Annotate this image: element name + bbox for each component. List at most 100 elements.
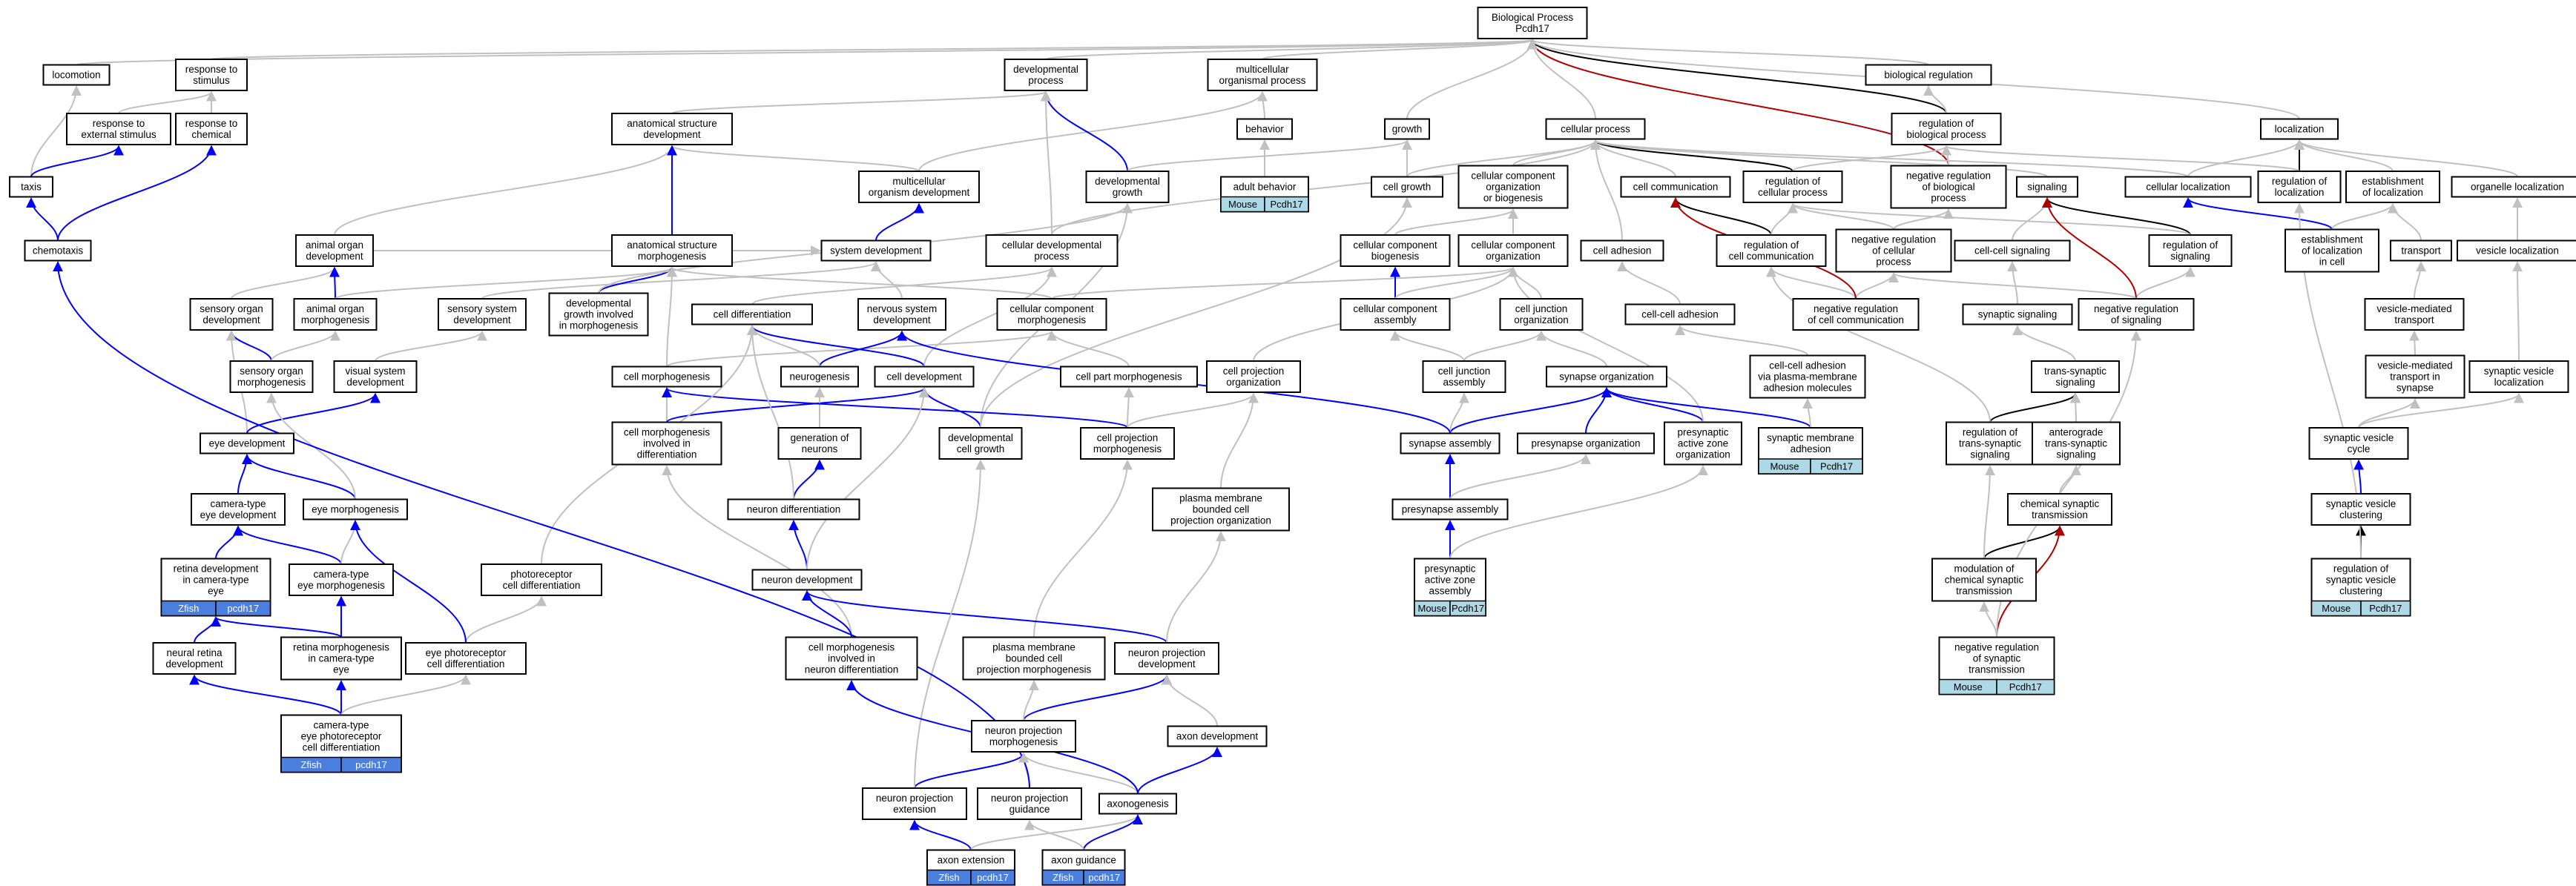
node-label: neurons [802, 443, 838, 454]
part-of-edge [747, 325, 925, 367]
node-label: signaling [2170, 251, 2210, 262]
node-label: cellular component [1471, 239, 1555, 251]
node-box [862, 787, 967, 820]
regulates-edge [1527, 39, 1947, 114]
node-box [1004, 59, 1088, 91]
node-label: chemical [191, 129, 231, 140]
node-label: growth [1392, 124, 1423, 135]
species-badge [215, 600, 271, 617]
node-label: signaling [2027, 182, 2066, 193]
is-a-edge [465, 595, 547, 644]
node-label: assembly [1429, 586, 1471, 597]
node-label: process [1876, 257, 1911, 268]
is-a-edge [1262, 39, 1538, 60]
node-label: eye photoreceptor [426, 647, 507, 658]
is-a-edge [271, 330, 340, 362]
is-a-edge [923, 266, 1057, 367]
is-a-edge [1508, 266, 1704, 423]
node-label: organization [1676, 449, 1730, 460]
go-term-node: cell growth [1371, 176, 1443, 198]
node-label: localization [2494, 377, 2544, 388]
node-label: cell-cell adhesion [1641, 309, 1719, 320]
node-label: via plasma-membrane [1758, 371, 1857, 383]
node-box [1477, 7, 1588, 39]
node-label: synaptic vesicle [2324, 432, 2394, 443]
node-box [1749, 354, 1866, 399]
node-label: process [1931, 193, 1966, 204]
is-a-edge [1051, 139, 1601, 236]
node-label: sensory system [447, 303, 517, 314]
go-term-node: cell differentiation [691, 303, 813, 325]
node-box [2007, 493, 2112, 526]
regulates-edge [2042, 197, 2191, 236]
node-label: negative regulation [1851, 234, 1936, 245]
node-box [2468, 360, 2569, 393]
node-label: signaling [2055, 377, 2095, 388]
part-of-edge [914, 752, 1029, 789]
node-label: eye photoreceptor [301, 731, 382, 742]
node-label: cellular process [1561, 124, 1630, 135]
node-label: sensory organ [200, 303, 263, 314]
node-label: retina development [174, 563, 259, 575]
node-box [1206, 360, 1301, 393]
node-box [191, 493, 286, 526]
node-label: of signaling [2111, 314, 2161, 325]
node-box [24, 239, 92, 262]
node-box [1716, 234, 1827, 267]
go-term-node: signaling [2016, 176, 2078, 198]
node-label: multicellular [1236, 64, 1289, 75]
node-box [1954, 239, 2071, 262]
go-term-node: vesicle localization [2457, 239, 2576, 262]
go-term-node: biological regulation [1865, 64, 1992, 86]
node-label: or biogenesis [1483, 193, 1544, 204]
is-a-edge [1127, 139, 1412, 172]
node-label: biological process [1906, 129, 1986, 140]
go-term-node: cellular localization [2124, 176, 2252, 198]
is-a-edge [806, 387, 929, 570]
node-box [820, 239, 932, 262]
node-label: cell development [886, 371, 962, 383]
node-box [1384, 118, 1430, 140]
node-box [9, 176, 53, 198]
node-box [1236, 118, 1293, 140]
species-badge-label: Mouse [1228, 199, 1257, 210]
node-box [1060, 366, 1198, 388]
part-of-edge [233, 525, 342, 565]
node-label: cell junction [1438, 366, 1491, 377]
is-a-edge [30, 85, 82, 177]
part-of-edge [2183, 197, 2333, 231]
node-label: synapse organization [1559, 371, 1654, 383]
node-label: development [165, 658, 223, 670]
node-box [1085, 171, 1170, 203]
is-a-edge [1023, 680, 1039, 721]
is-a-edge [1590, 139, 2048, 178]
is-a-edge [2358, 398, 2420, 429]
node-box [481, 563, 602, 596]
node-box [780, 366, 859, 388]
is-a-edge [1394, 208, 1518, 236]
node-box [874, 366, 975, 388]
node-box [1545, 118, 1646, 140]
node-label: vesicle localization [2476, 245, 2559, 257]
node-label: transmission [1956, 586, 2012, 597]
part-of-edge [26, 197, 59, 241]
node-label: trans-synaptic [1959, 438, 2021, 449]
node-label: transport [2394, 314, 2434, 325]
node-label: behavior [1245, 124, 1284, 135]
species-badge-label: Mouse [1954, 681, 1983, 692]
go-term-node: cell-cell adhesion [1624, 303, 1736, 325]
